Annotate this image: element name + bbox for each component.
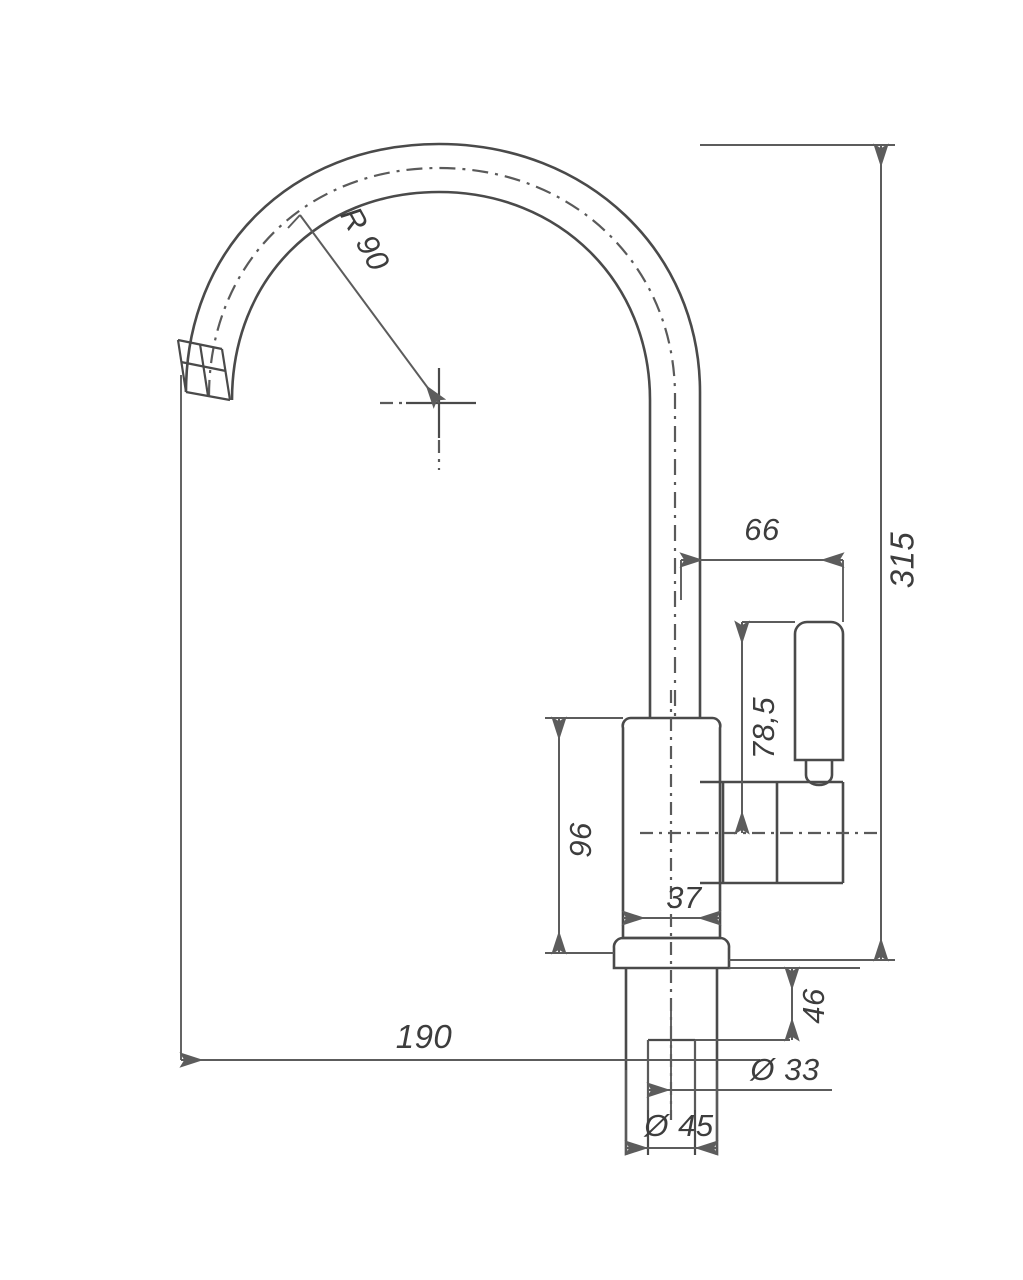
dim-label-d33: Ø 33 [749,1052,819,1087]
dimension-offset-66: 66 [679,512,845,622]
arc-center-crosshair [406,368,476,438]
base-escutcheon-flange [612,936,731,970]
dim-label-96: 96 [563,822,598,858]
centerlines [380,401,880,1120]
dim-label-66: 66 [744,512,780,547]
dimension-shank-length-46: 46 [695,966,860,1042]
dimension-body-width-37: 37 [621,880,722,926]
spout-outlet-aerator [176,338,232,402]
dimension-height-315: 315 [700,143,921,962]
dim-label-r90: R 90 [333,201,396,277]
dim-label-315: 315 [884,532,921,589]
dim-label-37: 37 [666,880,703,915]
dimension-body-height-96: 96 [545,716,623,955]
dimension-base-diameter-45: Ø 45 [624,1070,719,1156]
dimension-reach-190: 190 [179,375,760,1110]
gooseneck-spout-arc [184,142,702,718]
dim-label-46: 46 [796,988,831,1024]
dimension-radius-90: R 90 [287,201,447,409]
lever-handle [793,620,845,787]
dimension-handle-height-785: 78,5 [734,620,795,835]
dim-label-785: 78,5 [746,697,781,760]
dim-label-190: 190 [396,1018,453,1055]
faucet-body-column [621,716,722,940]
dim-label-d45: Ø 45 [643,1108,713,1143]
dimension-shank-diameter-33: Ø 33 [646,1040,832,1110]
